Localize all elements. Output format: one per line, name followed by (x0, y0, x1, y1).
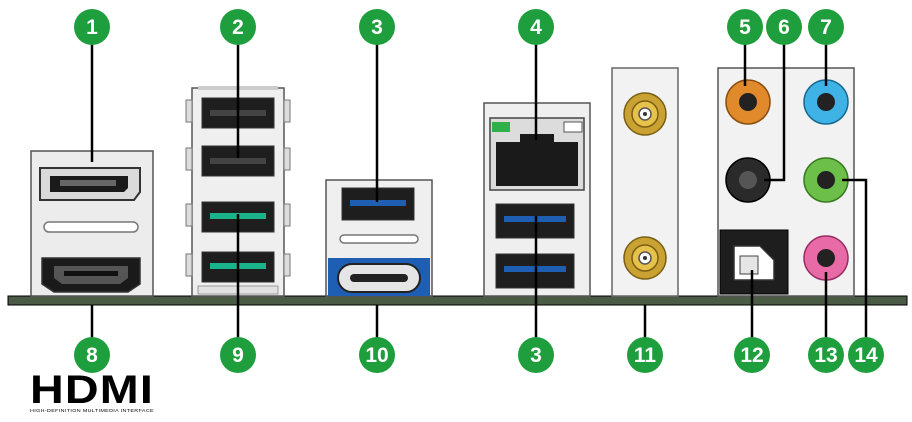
audio-jack-blue (803, 79, 849, 125)
audio-jack-pink (803, 235, 849, 281)
usb-c-port (328, 258, 430, 296)
callout-2: 2 (220, 9, 256, 45)
displayport-hdmi-block (30, 150, 154, 297)
port-separator (339, 234, 419, 244)
svg-text:10: 10 (365, 344, 388, 367)
svg-text:2: 2 (232, 16, 244, 39)
callout-14: 14 (848, 337, 884, 373)
audio-jack-black (725, 157, 771, 203)
callout-5: 5 (727, 9, 763, 45)
callout-7: 7 (808, 9, 844, 45)
callout-4: 4 (518, 9, 554, 45)
svg-text:11: 11 (634, 344, 657, 367)
hdmi-logo: HDMI HIGH-DEFINITION MULTIMEDIA INTERFAC… (30, 368, 154, 413)
wifi-antenna-block (611, 67, 679, 297)
port-separator (43, 221, 139, 233)
callout-12: 12 (734, 337, 770, 373)
svg-text:HIGH-DEFINITION MULTIMEDIA INT: HIGH-DEFINITION MULTIMEDIA INTERFACE (30, 408, 154, 413)
svg-text:3: 3 (371, 16, 383, 39)
lan-activity-led (492, 122, 510, 132)
callout-8: 8 (74, 337, 110, 373)
svg-text:9: 9 (232, 344, 244, 367)
svg-text:13: 13 (814, 344, 837, 367)
callout-3-top: 3 (359, 9, 395, 45)
usb3-usbc-block (325, 179, 433, 297)
lan-speed-led (563, 121, 583, 133)
callout-1: 1 (74, 9, 110, 45)
callout-6: 6 (766, 9, 802, 45)
svg-text:8: 8 (86, 344, 98, 367)
callout-13: 13 (808, 337, 844, 373)
audio-jack-green (803, 157, 849, 203)
optical-spdif-port (719, 229, 789, 295)
leader-lines (90, 44, 868, 338)
svg-text:5: 5 (739, 16, 751, 39)
svg-text:3: 3 (530, 344, 542, 367)
callout-10: 10 (359, 337, 395, 373)
antenna-connector-bottom (623, 236, 667, 280)
callout-3-bottom: 3 (518, 337, 554, 373)
callout-11: 11 (627, 337, 663, 373)
hdmi-port (41, 257, 141, 293)
audio-jack-orange (725, 79, 771, 125)
antenna-connector-top (623, 92, 667, 136)
svg-text:HDMI: HDMI (30, 368, 154, 412)
svg-text:4: 4 (530, 16, 542, 39)
displayport-port (39, 167, 141, 201)
svg-text:6: 6 (778, 16, 790, 39)
svg-text:1: 1 (86, 16, 98, 39)
callout-9: 9 (220, 337, 256, 373)
svg-text:14: 14 (854, 344, 878, 367)
svg-text:7: 7 (820, 16, 832, 39)
io-shield-strip (7, 295, 908, 306)
audio-block (717, 67, 855, 297)
svg-text:12: 12 (740, 344, 763, 367)
